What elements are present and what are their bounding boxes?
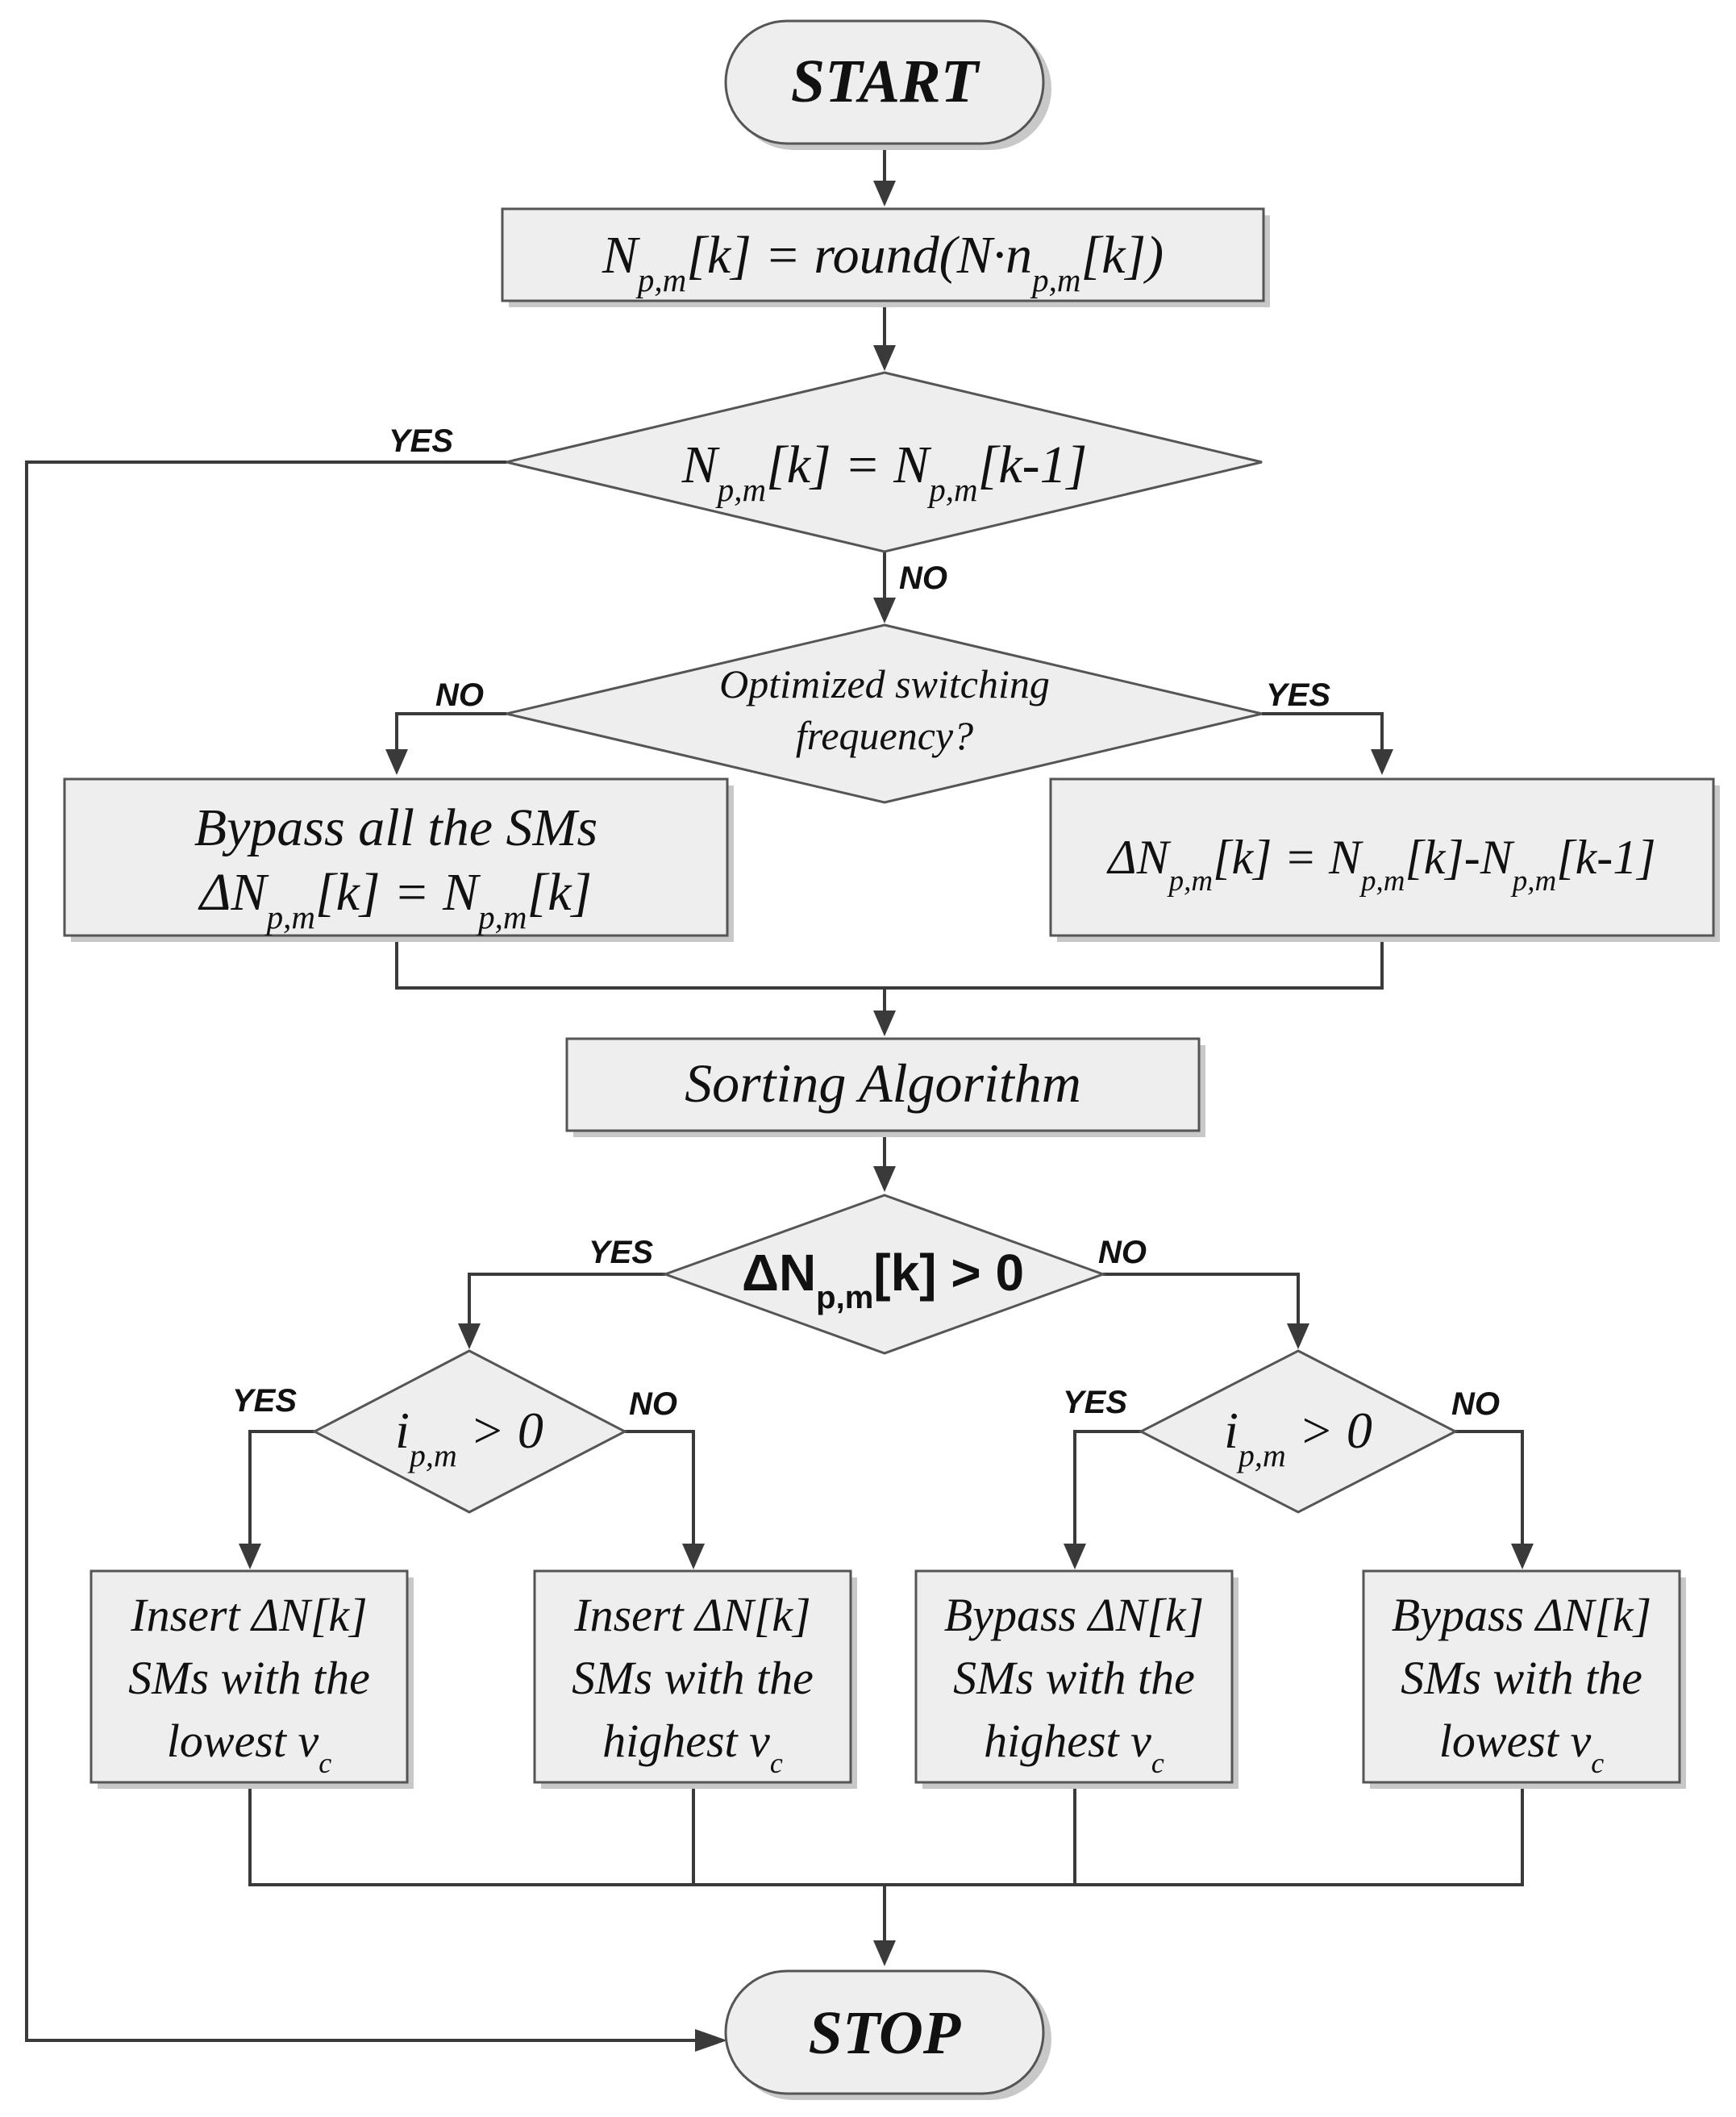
compute-label: Np,m[k] = round(N·np,m[k]) (602, 226, 1164, 298)
arrowheads (239, 181, 1534, 2052)
sorting-box (565, 1037, 1201, 1132)
sorting-label: Sorting Algorithm (685, 1052, 1081, 1114)
arrowhead-optimized (873, 598, 896, 623)
arrowhead-compute (873, 181, 896, 206)
stop-label: STOP (809, 1999, 961, 2067)
decision-current-right-label: ip,m > 0 (1224, 1402, 1372, 1473)
arrowhead-current-left (458, 1323, 481, 1349)
decision-delta-diamond (661, 1194, 1107, 1355)
decision-equal-label: Np,m[k] = Np,m[k-1] (681, 435, 1088, 508)
arrowhead-equal (873, 345, 896, 371)
bypass-lowest-box (1362, 1569, 1681, 1784)
compute-box (501, 207, 1265, 302)
edge-cr-yes (1073, 1430, 1141, 1563)
arrowhead-bypass-all (385, 749, 408, 775)
label-delta-yes: YES (589, 1235, 653, 1270)
edge-optimized-no (395, 712, 506, 769)
arrowhead-bypass-lowest (1511, 1544, 1534, 1569)
decision-current-right-diamond (1138, 1349, 1459, 1514)
bypass-highest-box (914, 1569, 1234, 1784)
stop-terminal (724, 1969, 1045, 2095)
label-optimized-yes: YES (1266, 677, 1330, 713)
delta-diff-label: ΔNp,m[k] = Np,m[k]-Np,m[k-1] (1106, 831, 1655, 898)
edge-delta-yes (468, 1273, 665, 1343)
decision-equal-diamond (506, 371, 1263, 553)
decision-current-left-label: ip,m > 0 (395, 1402, 543, 1473)
label-optimized-no: NO (435, 677, 484, 713)
label-current-left-no: NO (629, 1386, 677, 1422)
arrowhead-delta-diff (1371, 749, 1393, 775)
label-current-right-no: NO (1451, 1386, 1500, 1422)
shapes (63, 19, 1720, 2100)
edge-delta-no (1103, 1273, 1300, 1343)
decision-current-left-diamond (311, 1349, 628, 1514)
edge-cl-yes (248, 1430, 314, 1563)
edge-cr-no (1455, 1430, 1524, 1563)
edge-cl-no (625, 1430, 695, 1563)
connectors (25, 145, 1524, 2042)
arrowhead-insert-highest (682, 1544, 705, 1569)
start-label: START (791, 48, 980, 115)
decision-delta-label: ΔNp,m[k] > 0 (742, 1244, 1024, 1315)
arrowhead-current-right (1287, 1323, 1309, 1349)
node-texts: START Np,m[k] = round(N·np,m[k]) Np,m[k]… (128, 48, 1655, 2067)
label-current-left-yes: YES (232, 1383, 297, 1419)
insert-highest-box (533, 1569, 852, 1784)
arrowhead-stop-left (695, 2029, 727, 2052)
arrowhead-delta (873, 1166, 896, 1192)
label-equal-yes: YES (389, 423, 453, 459)
edge-bottom-merge (248, 1784, 1524, 1886)
edge-optimized-yes (1262, 712, 1384, 769)
arrowhead-sorting (873, 1011, 896, 1036)
arrowhead-insert-lowest (239, 1544, 261, 1569)
edge-merge-left (395, 940, 1384, 990)
delta-diff-box (1049, 777, 1715, 937)
bypass-all-box (63, 777, 729, 937)
label-current-right-yes: YES (1063, 1385, 1127, 1420)
arrowhead-bypass-highest (1064, 1544, 1086, 1569)
edge-equal-yes-to-stop (25, 460, 711, 2042)
label-equal-no: NO (899, 561, 947, 596)
arrowhead-stop-top (873, 1940, 896, 1966)
decision-optimized-diamond (506, 623, 1263, 804)
label-delta-no: NO (1098, 1235, 1147, 1270)
edge-labels: YES NO NO YES YES NO YES NO YES NO (232, 423, 1500, 1422)
insert-lowest-box (90, 1569, 409, 1784)
start-terminal (724, 19, 1045, 145)
